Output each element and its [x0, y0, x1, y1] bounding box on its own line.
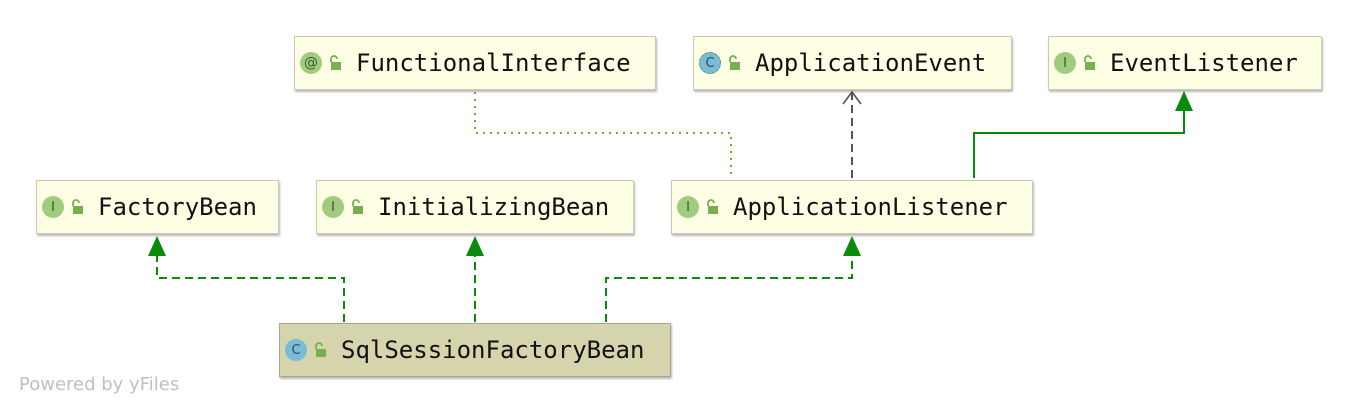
annotation-icon: @ [300, 52, 322, 74]
node-label: ApplicationEvent [755, 49, 987, 77]
node-sql-session-factory-bean[interactable]: C SqlSessionFactoryBean [279, 323, 671, 377]
implements-factorybean-edge [156, 255, 345, 322]
abstract-class-icon: C [699, 52, 721, 74]
node-factory-bean[interactable]: I FactoryBean [36, 180, 279, 234]
node-initializing-bean[interactable]: I InitializingBean [316, 180, 634, 234]
open-lock-icon [72, 199, 83, 214]
powered-by-footer: Powered by yFiles [19, 374, 180, 395]
node-label: SqlSessionFactoryBean [341, 336, 645, 364]
node-label: EventListener [1110, 49, 1298, 77]
node-label: FactoryBean [98, 193, 257, 221]
node-application-event[interactable]: C ApplicationEvent [693, 36, 1012, 90]
implements-applicationlistener-arrowhead [843, 236, 861, 256]
open-lock-icon [729, 55, 740, 70]
node-functional-interface[interactable]: @ FunctionalInterface [294, 36, 656, 90]
node-label: InitializingBean [378, 193, 610, 221]
dependency-arrowhead [842, 90, 862, 105]
open-lock-icon [707, 199, 718, 214]
interface-icon: I [322, 196, 344, 218]
node-application-listener[interactable]: I ApplicationListener [671, 180, 1033, 234]
open-lock-icon [330, 55, 341, 70]
implements-applicationlistener-edge [605, 255, 853, 322]
interface-icon: I [42, 196, 64, 218]
extends-arrowhead [1175, 91, 1193, 111]
interface-icon: I [1054, 52, 1076, 74]
node-label: ApplicationListener [733, 193, 1008, 221]
class-icon: C [285, 339, 307, 361]
open-lock-icon [1084, 55, 1095, 70]
implements-factorybean-arrowhead [148, 236, 166, 256]
extends-edge [973, 110, 1185, 178]
node-label: FunctionalInterface [356, 49, 631, 77]
open-lock-icon [352, 199, 363, 214]
open-lock-icon [315, 342, 326, 357]
interface-icon: I [677, 196, 699, 218]
implements-initializingbean-arrowhead [466, 236, 484, 256]
annotation-link-edge [474, 92, 732, 178]
node-event-listener[interactable]: I EventListener [1048, 36, 1322, 90]
